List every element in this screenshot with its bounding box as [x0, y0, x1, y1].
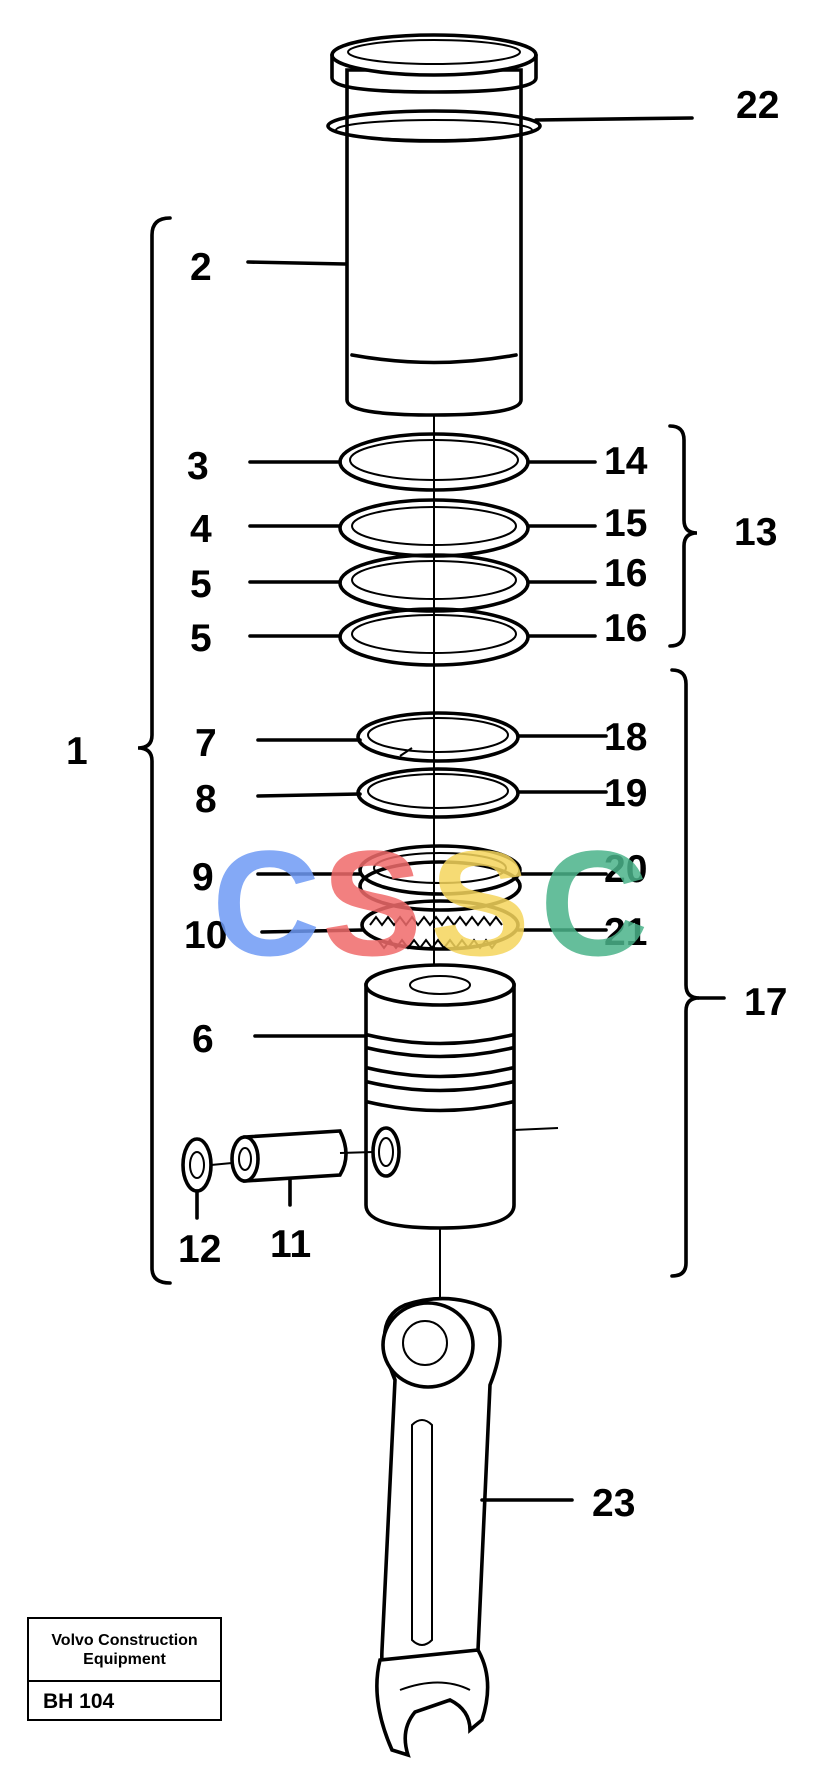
callout-9: 9	[192, 856, 214, 899]
callout-6: 6	[192, 1018, 214, 1061]
callout-3: 3	[187, 445, 209, 488]
piston	[364, 963, 559, 1230]
callout-5a: 5	[190, 563, 212, 606]
piston-ring-7	[356, 711, 520, 763]
callout-11: 11	[270, 1223, 311, 1266]
watermark-letter: C	[212, 819, 320, 987]
watermark-letter: C	[540, 819, 648, 987]
callout-21: 21	[604, 911, 647, 954]
title-block-line1: Volvo Construction	[51, 1631, 198, 1649]
callout-18: 18	[604, 716, 647, 759]
callout-2: 2	[190, 246, 212, 289]
callout-1: 1	[66, 730, 88, 773]
circlip	[181, 1137, 233, 1193]
watermark-letter: S	[322, 819, 422, 987]
title-block-code: BH 104	[43, 1689, 115, 1713]
brace-17	[670, 668, 726, 1278]
callout-16a: 16	[604, 552, 647, 595]
watermark: C S S C	[212, 819, 648, 987]
leader-lines	[195, 116, 694, 1502]
callout-22: 22	[736, 84, 779, 127]
piston-pin	[230, 1129, 374, 1183]
callout-19: 19	[604, 772, 647, 815]
callout-labels: 22 2 3 4 5 5 14 15 16 16 13 1 7 8 9 10 1…	[66, 84, 787, 1525]
callout-20: 20	[604, 848, 647, 891]
callout-15: 15	[604, 502, 647, 545]
callout-16b: 16	[604, 607, 647, 650]
callout-8: 8	[195, 778, 217, 821]
callout-10: 10	[184, 914, 227, 957]
callout-14: 14	[604, 440, 648, 483]
title-block-line2: Equipment	[83, 1650, 166, 1668]
title-block-header: Volvo Construction Equipment	[29, 1619, 220, 1682]
brace-1	[137, 216, 172, 1285]
cylinder-liner	[330, 33, 538, 417]
liner-seal-ring	[326, 109, 542, 143]
connecting-rod	[375, 1228, 502, 1758]
callout-7: 7	[195, 722, 217, 765]
callout-12: 12	[178, 1228, 221, 1271]
watermark-letter: S	[430, 819, 530, 987]
callout-23: 23	[592, 1482, 635, 1525]
callout-4: 4	[190, 508, 212, 551]
callout-17: 17	[744, 981, 787, 1024]
title-block: Volvo Construction Equipment BH 104	[27, 1617, 222, 1721]
callout-5b: 5	[190, 617, 212, 660]
brace-13	[668, 424, 698, 648]
callout-13: 13	[734, 511, 777, 554]
piston-ring-9	[358, 844, 522, 912]
piston-ring-8	[356, 767, 520, 819]
oil-ring-expander-10	[360, 899, 520, 951]
